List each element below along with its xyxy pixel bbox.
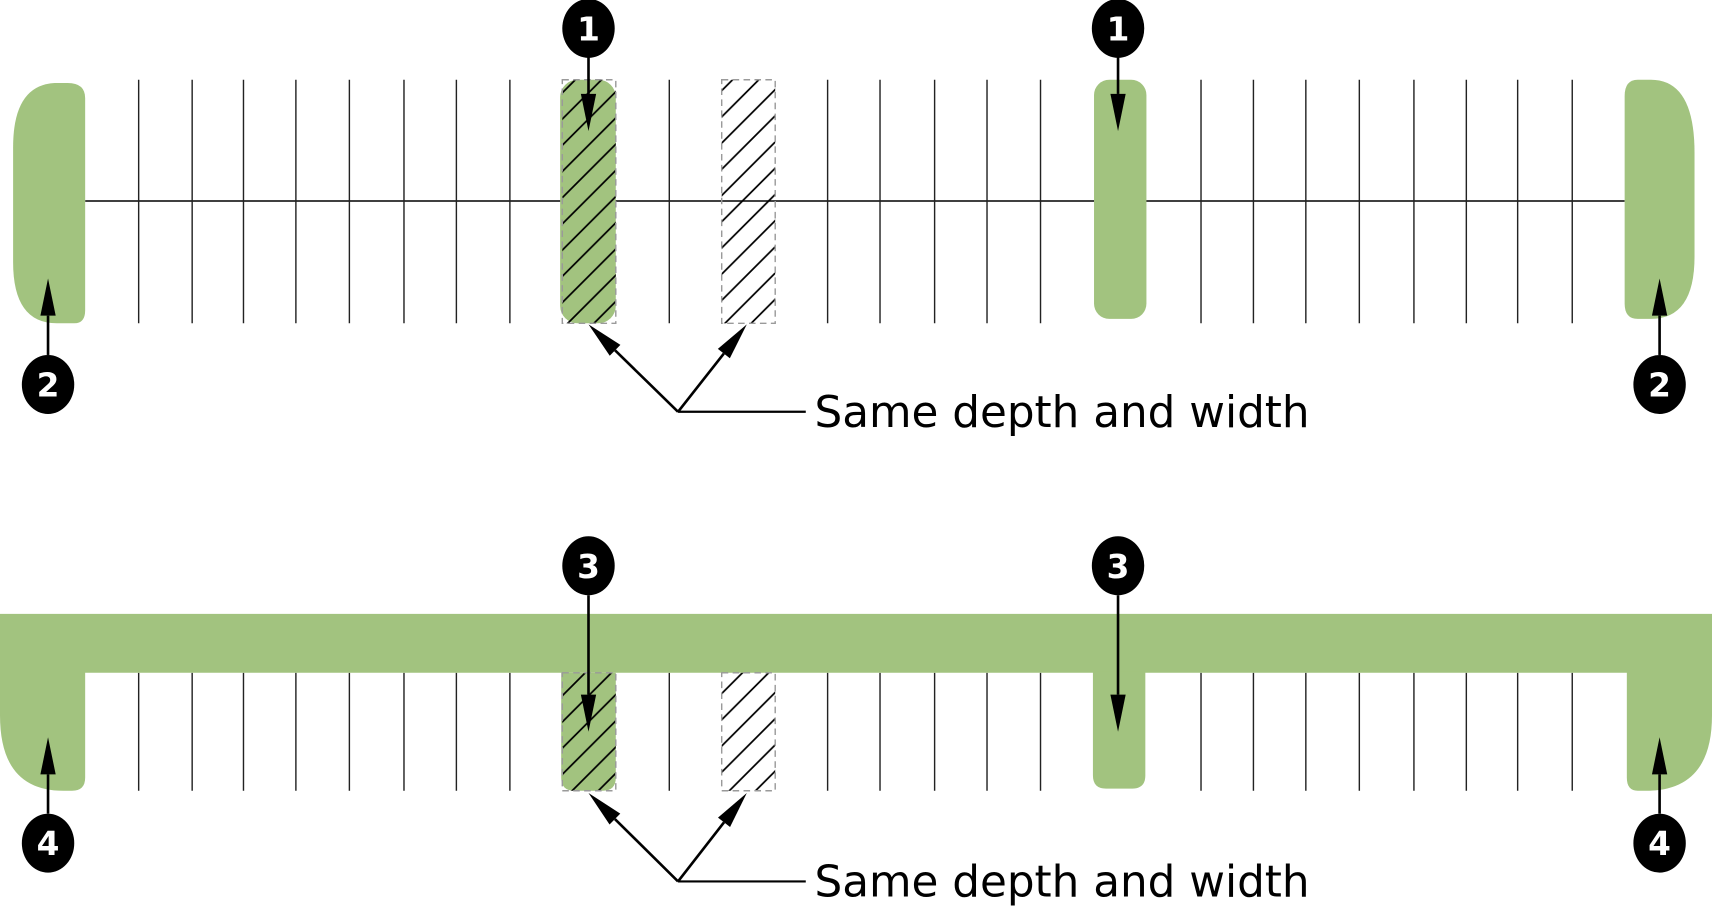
arrow-head [1651, 278, 1668, 316]
badge-number: 3 [1107, 548, 1130, 586]
arrow-3-left [580, 595, 597, 732]
bracket-bar [0, 613, 1712, 791]
badge-4-left: 4 [21, 813, 75, 873]
badge-circle [21, 813, 75, 873]
arrow-head [588, 324, 621, 356]
arrow-1-left [580, 56, 597, 132]
callout-label: Same depth and width [815, 857, 1310, 908]
empty-slot-outline [720, 79, 776, 325]
badge-number: 1 [577, 10, 600, 48]
badge-circle [1633, 813, 1686, 873]
badge-number: 2 [37, 366, 60, 404]
badge-number: 4 [37, 825, 60, 863]
callout-arrow-empty-slot [676, 792, 747, 883]
callout-arrow-green-slot [588, 792, 679, 883]
badge-circle [562, 536, 615, 596]
arrow-shaft [677, 352, 725, 413]
arrow-shaft [614, 349, 679, 413]
arrow-shaft [613, 818, 679, 883]
tick-lines [137, 672, 1573, 791]
arrow-head [580, 694, 597, 732]
callout-label: Same depth and width [815, 387, 1310, 438]
arrow-head [717, 792, 747, 827]
callout-arrow-green-slot [588, 324, 679, 413]
arrow-2-left [40, 278, 56, 355]
arrow-3-right [1110, 595, 1126, 732]
arrow-head [40, 737, 56, 775]
badge-3-left: 3 [562, 536, 615, 596]
left-end-piece [13, 83, 86, 324]
badge-number: 1 [1107, 10, 1130, 48]
badge-circle [562, 0, 615, 58]
badge-number: 4 [1648, 825, 1671, 863]
arrow-4-right [1651, 737, 1668, 814]
arrow-4-left [40, 737, 56, 814]
arrow-1-right [1110, 56, 1126, 132]
badge-2-right: 2 [1633, 354, 1686, 414]
badge-number: 2 [1648, 366, 1671, 404]
arrow-shaft [676, 821, 726, 883]
badge-2-left: 2 [21, 354, 75, 414]
badge-circle [1633, 354, 1686, 414]
arrow-head [588, 792, 621, 825]
right-end-piece [1624, 79, 1695, 319]
empty-slot-outline [720, 672, 776, 792]
badge-circle [1091, 0, 1145, 58]
arrow-head [717, 324, 747, 359]
badge-1-right: 1 [1091, 0, 1145, 58]
badge-circle [1091, 536, 1145, 596]
tick-lines [137, 79, 1573, 324]
badge-1-left: 1 [562, 0, 615, 58]
badge-number: 3 [577, 548, 600, 586]
arrow-2-right [1651, 278, 1668, 355]
green-slot [1094, 79, 1147, 319]
callout-arrow-empty-slot [677, 324, 747, 413]
arrow-head [1110, 93, 1126, 132]
empty-slot-hatch [721, 79, 776, 324]
empty-slot-hatch [721, 672, 776, 791]
badge-3-right: 3 [1091, 536, 1145, 596]
arrow-head [580, 93, 597, 132]
arrow-head [1110, 694, 1126, 732]
green-slot [1092, 671, 1146, 789]
arrow-head [1651, 737, 1668, 775]
badge-circle [21, 354, 75, 414]
badge-4-right: 4 [1633, 813, 1686, 873]
arrow-head [40, 278, 56, 316]
